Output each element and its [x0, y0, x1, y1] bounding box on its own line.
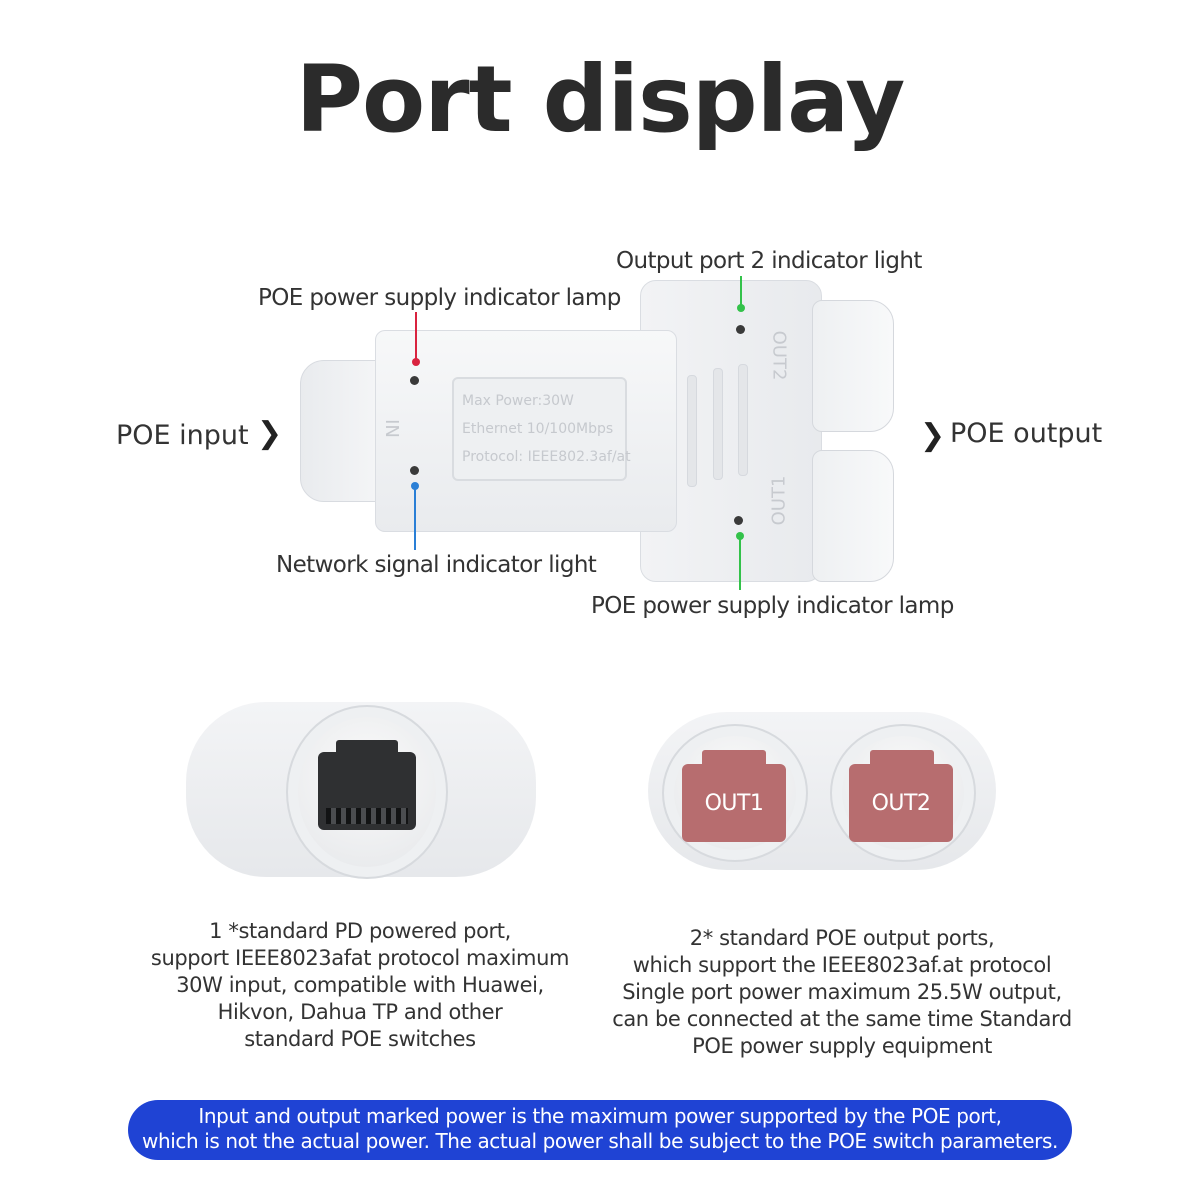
out1-socket: OUT1 — [682, 764, 786, 842]
engrave-out1: OUT1 — [768, 475, 790, 526]
chevron-right-icon: ❯ — [920, 419, 946, 452]
description-line: standard POE switches — [244, 1027, 476, 1051]
plate-line: Max Power:30W — [462, 393, 574, 409]
description-line: Hikvon, Dahua TP and other — [217, 1000, 503, 1024]
grip-ridge — [713, 368, 723, 480]
out1-plug — [812, 450, 894, 582]
page-title: Port display — [295, 46, 906, 153]
out2-socket: OUT2 — [849, 764, 953, 842]
out1-label: OUT1 — [704, 790, 764, 816]
out2-socket-top — [870, 750, 934, 766]
description-line: can be connected at the same time Standa… — [612, 1007, 1072, 1031]
callout-dot-green — [737, 304, 745, 312]
engrave-in: IN — [380, 419, 402, 438]
chevron-right-icon: ❯ — [257, 417, 283, 450]
output-ports-description: 2* standard POE output ports, which supp… — [592, 925, 1092, 1060]
grip-ridge — [687, 375, 697, 487]
poe-power-led — [410, 376, 419, 385]
callout-poe-power-output: POE power supply indicator lamp — [591, 593, 954, 619]
rj45-pins — [326, 808, 408, 824]
poe-output-label: POE output — [950, 418, 1103, 449]
description-line: 30W input, compatible with Huawei, — [176, 973, 544, 997]
engrave-out2: OUT2 — [768, 330, 790, 381]
plate-line: Protocol: IEEE802.3af/at — [462, 449, 631, 465]
banner-line: which is not the actual power. The actua… — [142, 1129, 1058, 1153]
description-line: 1 *standard PD powered port, — [209, 919, 511, 943]
out1-poe-led — [734, 516, 743, 525]
banner-line: Input and output marked power is the max… — [198, 1104, 1002, 1128]
out2-label: OUT2 — [871, 790, 931, 816]
power-disclaimer-banner: Input and output marked power is the max… — [128, 1100, 1072, 1160]
description-line: support IEEE8023afat protocol maximum — [150, 946, 570, 970]
description-line: 2* standard POE output ports, — [689, 926, 995, 950]
description-line: POE power supply equipment — [692, 1034, 992, 1058]
plate-line: Ethernet 10/100Mbps — [462, 421, 614, 437]
callout-dot-green — [736, 532, 744, 540]
out2-plug — [812, 300, 894, 432]
spec-plate: Max Power:30W Ethernet 10/100Mbps Protoc… — [452, 377, 631, 481]
callout-network-signal: Network signal indicator light — [276, 552, 597, 578]
callout-dot-blue — [411, 482, 419, 490]
poe-input-label: POE input — [116, 420, 249, 451]
out2-led — [736, 325, 745, 334]
grip-ridge — [738, 364, 748, 476]
description-line: which support the IEEE8023af.at protocol — [632, 953, 1052, 977]
out1-socket-top — [702, 750, 766, 766]
network-led — [410, 466, 419, 475]
callout-line-green — [740, 276, 742, 306]
input-port-description: 1 *standard PD powered port, support IEE… — [120, 918, 600, 1053]
callout-line-blue — [414, 488, 416, 550]
callout-output2-light: Output port 2 indicator light — [616, 248, 922, 274]
callout-poe-power-input: POE power supply indicator lamp — [258, 285, 621, 311]
callout-line-green — [739, 538, 741, 590]
description-line: Single port power maximum 25.5W output, — [622, 980, 1062, 1004]
callout-line-red — [415, 312, 417, 360]
callout-dot-red — [412, 358, 420, 366]
